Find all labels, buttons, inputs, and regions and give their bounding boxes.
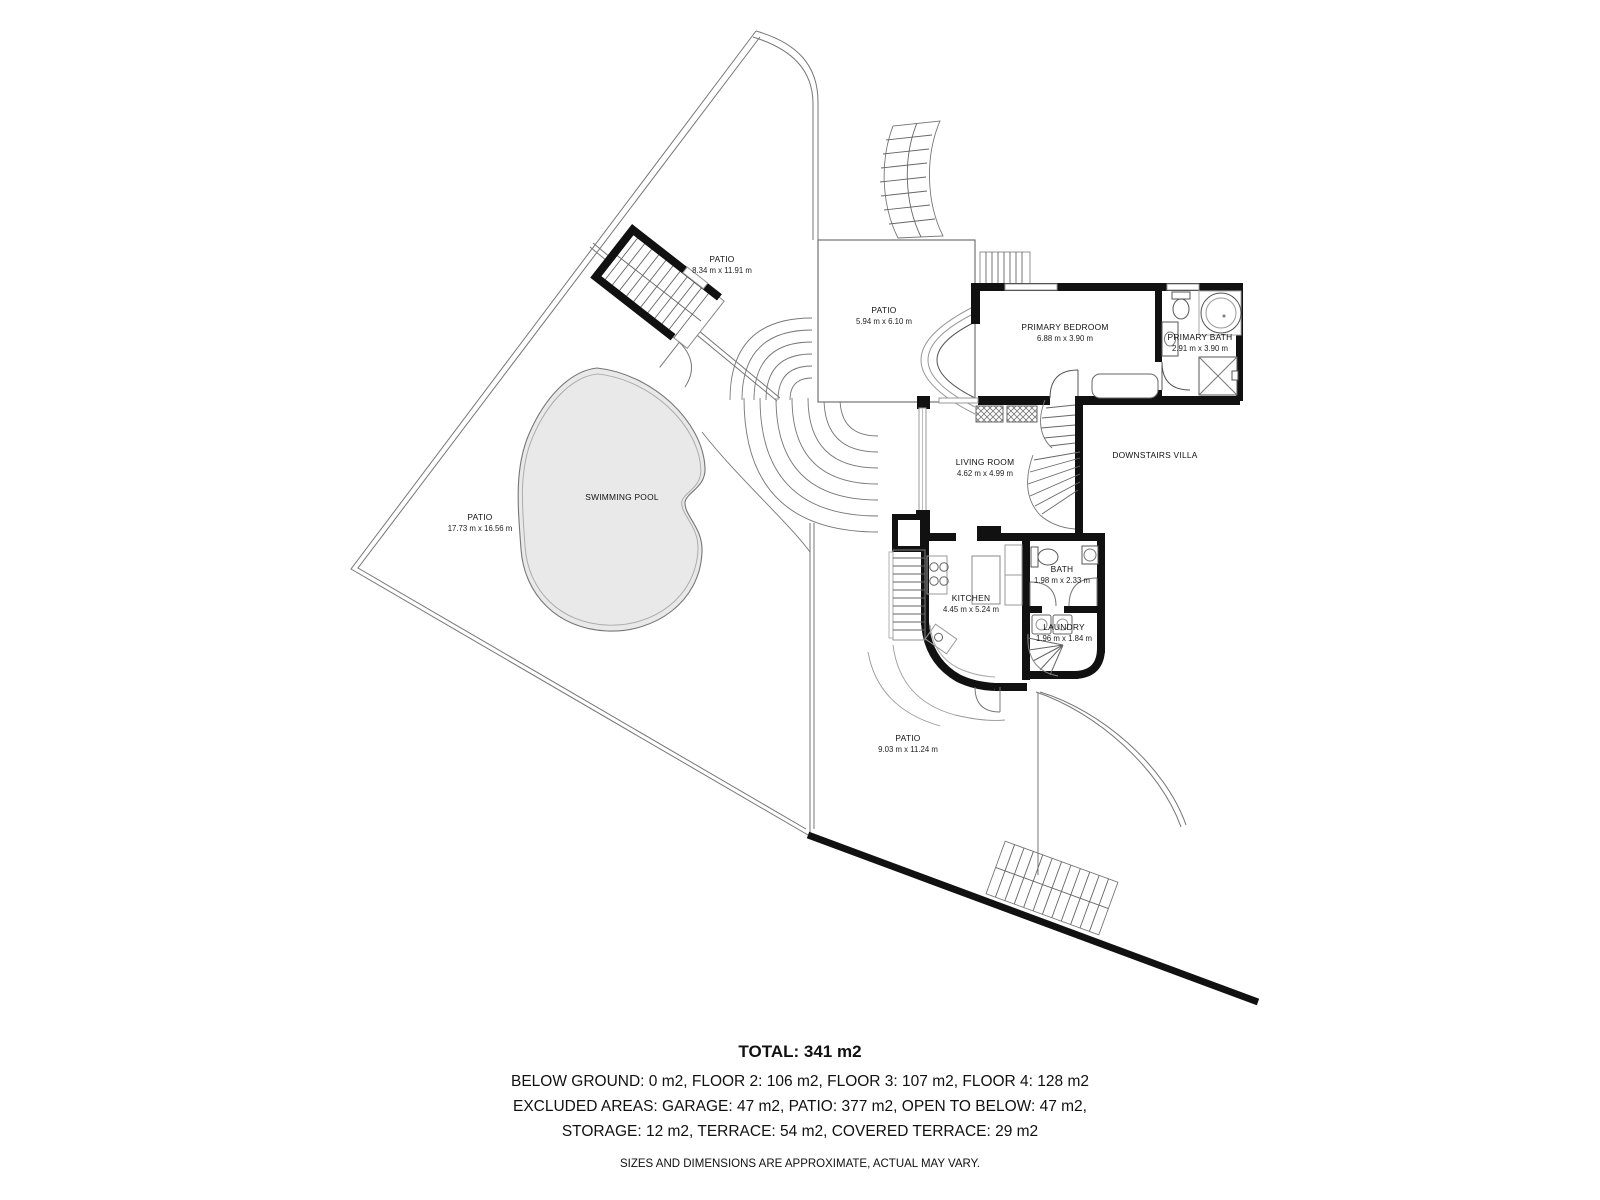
room-dims: 4.62 m x 4.99 m [957,469,1013,478]
laundry-walls [1022,647,1105,679]
bed [1091,373,1159,399]
floor-areas-text: BELOW GROUND: 0 m2, FLOOR 2: 106 m2, FLO… [511,1073,1089,1090]
shower-icon [1198,356,1239,396]
room-dims: 1.96 m x 1.84 m [1036,634,1092,643]
room-label: KITCHEN [952,593,991,603]
kitchen-fixtures [924,544,1023,713]
kitchen-stairs [888,549,926,641]
room-dims: 9.03 m x 11.24 m [878,745,938,754]
room-label: PATIO [467,512,492,522]
terrace-steps-upper [729,317,813,401]
room-dims: 1.98 m x 2.33 m [1034,576,1090,585]
bedroom-door [1049,369,1079,399]
patio-court-walls [817,239,976,415]
disclaimer-text: SIZES AND DIMENSIONS ARE APPROXIMATE, AC… [619,1158,980,1170]
bathtub-icon [1198,290,1242,336]
floor-plan-canvas: PATIO 8.34 m x 11.91 m PATIO 5.94 m x 6.… [350,30,1260,1006]
terrace-steps-kitchen [867,644,1006,727]
primary-suite-windows [1004,283,1200,291]
room-dims: 5.94 m x 6.10 m [856,317,912,326]
room-label: PATIO [895,733,920,743]
bath-door [1161,361,1191,391]
room-label: BATH [1051,564,1074,574]
exterior-stairwell [590,224,725,388]
excluded-areas-text-1: EXCLUDED AREAS: GARAGE: 47 m2, PATIO: 37… [513,1098,1087,1115]
room-dims: 8.34 m x 11.91 m [692,266,752,275]
curved-staircase-top [879,120,944,239]
room-label: DOWNSTAIRS VILLA [1112,450,1197,460]
total-area-text: TOTAL: 341 m2 [738,1042,862,1061]
bath-fixtures [1029,545,1099,607]
primary-suite-walls [971,283,1243,405]
room-label: PRIMARY BATH [1168,332,1233,342]
room-label: PATIO [871,305,896,315]
room-labels: PATIO 8.34 m x 11.91 m PATIO 5.94 m x 6.… [448,254,1233,754]
boundary-stairs [985,840,1119,936]
terrace-steps-lower [701,397,879,553]
swimming-pool-shape [517,367,706,632]
room-label: LIVING ROOM [956,457,1015,467]
vanity-sink-icon [1161,321,1179,357]
room-label: LAUNDRY [1043,622,1085,632]
room-dims: 4.45 m x 5.24 m [943,605,999,614]
room-dims: 2.91 m x 3.90 m [1172,344,1228,353]
room-label: PATIO [709,254,734,264]
laundry-fixtures [1027,614,1073,677]
excluded-areas-text-2: STORAGE: 12 m2, TERRACE: 54 m2, COVERED … [561,1123,1039,1140]
room-label: PRIMARY BEDROOM [1021,322,1108,332]
living-room-curved-stairs [1027,399,1081,530]
area-summary: TOTAL: 341 m2 BELOW GROUND: 0 m2, FLOOR … [0,1042,1600,1170]
toilet-icon [1171,291,1191,320]
room-dims: 6.88 m x 3.90 m [1037,334,1093,343]
room-dims: 17.73 m x 16.56 m [448,524,513,533]
room-label: SWIMMING POOL [585,492,659,502]
boundary-wall [806,831,1260,1006]
bath-walls [1022,533,1105,653]
